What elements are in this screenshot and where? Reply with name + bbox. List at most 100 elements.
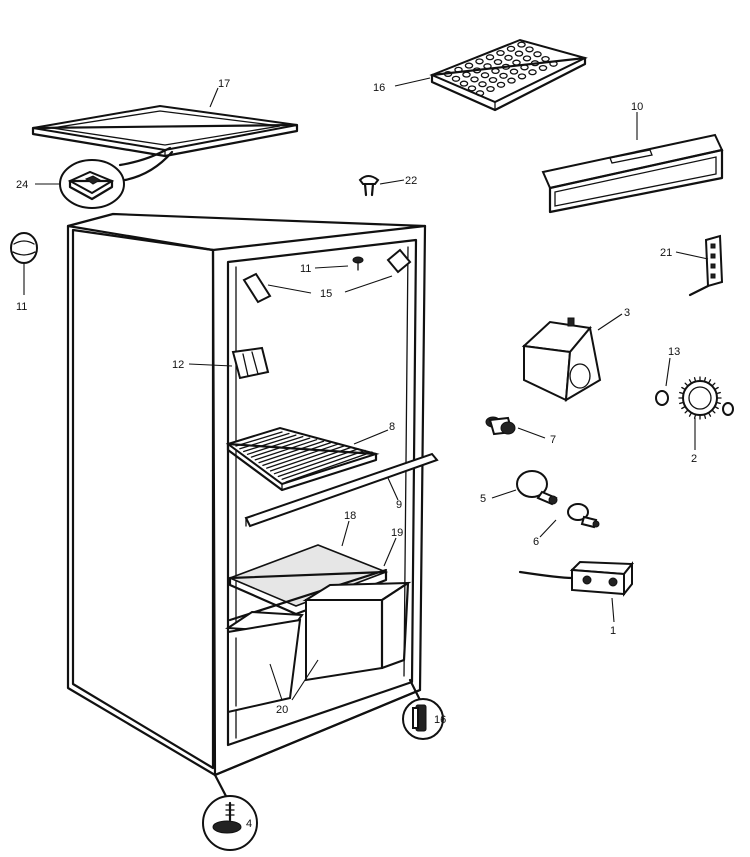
part-20-crisper-drawers	[224, 581, 412, 714]
ice-cell	[520, 64, 529, 71]
leader-lines	[23, 77, 709, 701]
label-24: 24	[16, 179, 28, 191]
label-15: 15	[320, 288, 332, 300]
ice-cell	[514, 50, 524, 57]
ice-cell	[507, 77, 516, 84]
dial-tooth	[684, 409, 689, 414]
part-24-magnifier	[59, 146, 174, 209]
part-10-crisper-door	[541, 133, 724, 214]
wire-rod	[266, 443, 339, 469]
wire-rod	[285, 451, 373, 483]
label-8: 8	[389, 421, 395, 433]
dial-tooth	[711, 382, 716, 387]
ice-cell	[538, 64, 548, 72]
ice-cell	[493, 58, 503, 66]
ice-cell	[549, 60, 558, 67]
label-2: 2	[691, 453, 697, 465]
label-16-top: 16	[373, 82, 385, 94]
part-16-hinge-magnifier	[402, 678, 444, 740]
dial-tooth	[714, 386, 719, 391]
label-16-bottom: 16	[434, 714, 446, 726]
ice-cell	[467, 85, 477, 92]
label-21: 21	[660, 247, 672, 259]
ice-cell	[533, 51, 542, 58]
ice-cell	[522, 55, 532, 62]
wire-rod	[243, 434, 297, 453]
part-number-labels: 17 16 10 24 22 11 11 15 21 3 12 13 8 7 2…	[16, 78, 697, 830]
wire-rod	[281, 449, 366, 480]
dial-tooth	[681, 405, 686, 410]
wire-rod	[258, 440, 325, 464]
part-9-rail	[244, 452, 439, 528]
part-12-bracket	[231, 346, 270, 380]
wire-rod	[277, 448, 359, 478]
label-1: 1	[610, 625, 616, 637]
dial-tooth	[679, 401, 685, 405]
part-2-control-dial	[655, 376, 734, 420]
dial-tooth	[715, 401, 721, 405]
part-21-hinge	[688, 234, 724, 297]
dial-tooth	[688, 379, 693, 384]
wire-rod	[235, 431, 283, 447]
label-6: 6	[533, 536, 539, 548]
ice-cell	[488, 76, 498, 84]
dial-tooth	[684, 382, 689, 387]
wire-rod	[262, 442, 332, 467]
ice-cell	[509, 68, 519, 75]
ice-cell	[486, 85, 495, 93]
part-4-leveling-leg	[202, 773, 258, 851]
dial-tooth	[711, 409, 716, 414]
label-7: 7	[550, 434, 556, 446]
ice-cell	[517, 41, 526, 48]
label-17: 17	[218, 78, 230, 90]
wire-rod	[246, 435, 304, 455]
ice-cell	[512, 59, 521, 66]
label-11-cabinet: 11	[300, 263, 311, 275]
label-18: 18	[344, 510, 356, 522]
part-8-wire-shelf	[225, 426, 380, 492]
label-11-left: 11	[16, 301, 27, 313]
part-7-light-socket	[485, 416, 516, 436]
label-19: 19	[391, 527, 403, 539]
label-12: 12	[172, 359, 184, 371]
ice-cell	[472, 67, 482, 74]
ice-cell	[496, 49, 505, 57]
ice-cell	[451, 75, 461, 82]
part-3-control-box	[521, 317, 602, 402]
ice-cell	[528, 69, 537, 76]
ice-cell	[475, 90, 485, 97]
ice-cell	[496, 81, 506, 88]
ice-cell	[541, 55, 550, 63]
ice-cell	[454, 66, 463, 73]
part-16-ice-tray	[429, 38, 588, 112]
ice-cell	[470, 76, 479, 83]
label-3: 3	[624, 307, 630, 319]
ice-cell	[485, 54, 495, 61]
ice-cell	[517, 73, 527, 80]
label-13: 13	[668, 346, 680, 358]
ice-cell	[478, 81, 487, 88]
ice-cell	[480, 72, 490, 79]
part-15-cams	[242, 248, 412, 304]
label-9: 9	[396, 499, 402, 511]
dial-tooth	[703, 413, 707, 419]
dial-tooth	[707, 379, 712, 384]
ice-cell	[443, 70, 453, 78]
ice-cell	[501, 63, 511, 70]
part-1-thermostat	[518, 560, 635, 597]
ice-cell	[504, 54, 513, 61]
part-11-knob	[10, 232, 38, 264]
ice-cell	[464, 62, 474, 69]
part-5-6-bulbs	[516, 470, 600, 529]
dial-tooth	[679, 391, 685, 395]
ice-cell	[483, 63, 492, 70]
dial-tooth	[714, 405, 719, 410]
dial-tooth	[715, 391, 721, 395]
dial-tooth	[693, 413, 697, 419]
ice-cell	[499, 72, 508, 79]
ice-cell	[459, 80, 469, 87]
dial-tooth	[707, 412, 712, 417]
ice-cell	[525, 46, 534, 53]
label-20: 20	[276, 704, 288, 716]
